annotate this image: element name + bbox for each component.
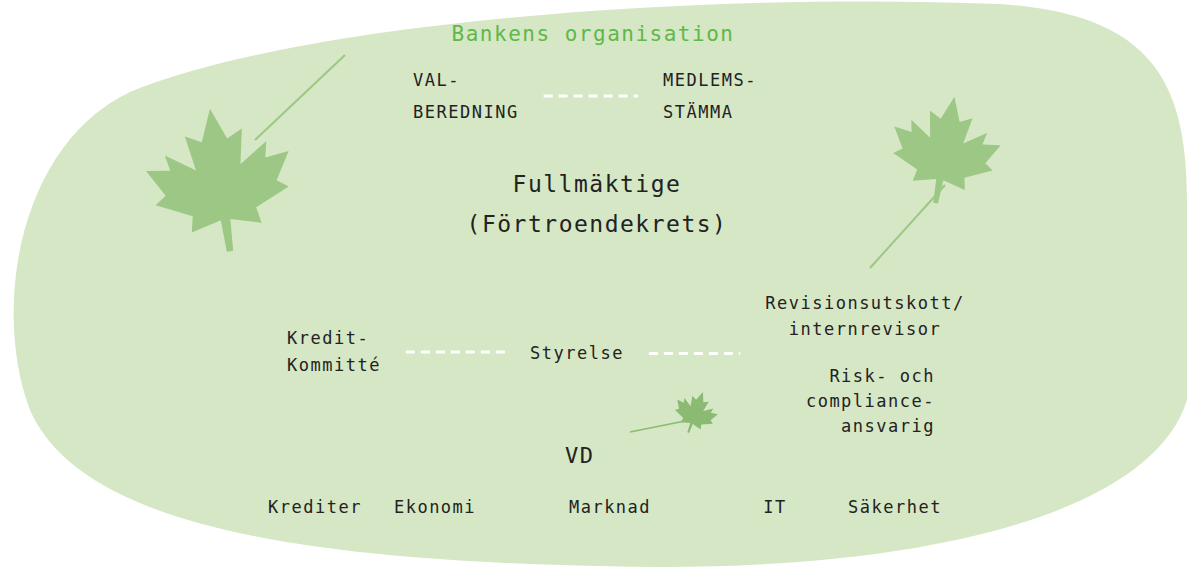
org-unit: Ekonomi: [394, 494, 476, 520]
unit-label: Styrelse: [530, 340, 624, 367]
org-unit: MEDLEMS- STÄMMA: [663, 64, 757, 128]
org-unit: Fullmäktige (Förtroendekrets): [467, 164, 728, 244]
unit-label: Ekonomi: [394, 494, 476, 520]
org-unit: Marknad: [569, 494, 651, 520]
green-blob: [14, 1, 1187, 567]
unit-label: Risk- och compliance- ansvarig: [765, 364, 935, 439]
unit-label: MEDLEMS- STÄMMA: [663, 64, 757, 128]
dashed-connector: [544, 95, 638, 98]
org-unit: Styrelse: [530, 340, 624, 367]
dashed-connector: [406, 351, 505, 354]
org-unit: Revisionsutskott/ internrevisor: [765, 290, 965, 342]
maple-leaf: [870, 87, 1008, 268]
org-unit: Krediter: [268, 494, 362, 520]
unit-label: Säkerhet: [848, 494, 942, 520]
unit-label: Krediter: [268, 494, 362, 520]
unit-label: Revisionsutskott/ internrevisor: [765, 290, 965, 342]
dashed-connector: [649, 352, 740, 355]
unit-label: VAL- BEREDNING: [413, 64, 519, 128]
org-unit: VD: [565, 442, 595, 470]
org-unit: IT: [763, 494, 786, 520]
org-unit: Säkerhet: [848, 494, 942, 520]
unit-label: Marknad: [569, 494, 651, 520]
maple-leaf: [630, 385, 723, 440]
org-unit: Kredit- Kommitté: [287, 325, 381, 379]
org-unit: Risk- och compliance- ansvarig: [765, 364, 935, 439]
unit-label: Fullmäktige (Förtroendekrets): [467, 164, 728, 244]
maple-leaf: [139, 55, 345, 261]
unit-label: VD: [565, 442, 595, 470]
org-unit: VAL- BEREDNING: [413, 64, 519, 128]
unit-label: IT: [763, 494, 786, 520]
unit-label: Kredit- Kommitté: [287, 325, 381, 379]
diagram-title: Bankens organisation: [452, 22, 735, 46]
